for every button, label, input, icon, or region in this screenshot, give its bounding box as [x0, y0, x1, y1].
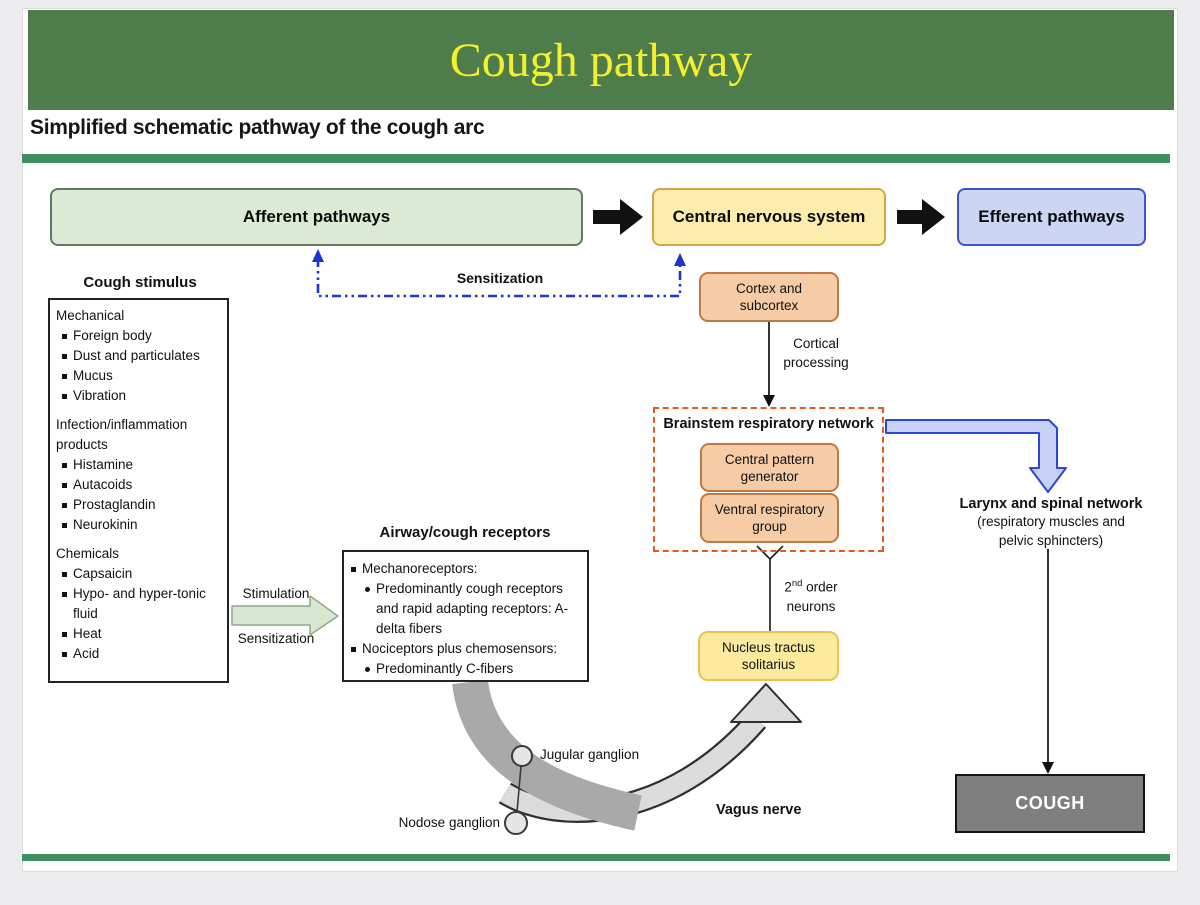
ganglia-connector	[516, 765, 522, 813]
ventral-respiratory-group-box: Ventral respiratory group	[700, 493, 839, 543]
vagus-nerve-label: Vagus nerve	[716, 802, 802, 818]
list-item: Neurokinin	[56, 515, 223, 535]
list-item: Autacoids	[56, 475, 223, 495]
brainstem-network-box	[653, 407, 884, 552]
group-heading: Mechanical	[56, 308, 125, 323]
sensitization-feedback-label: Sensitization	[456, 270, 544, 286]
list-item: Heat	[56, 624, 223, 644]
list-item: Hypo- and hyper-tonic fluid	[56, 584, 223, 624]
round-bullet-icon	[365, 587, 370, 592]
square-bullet-icon	[62, 334, 67, 339]
jugular-ganglion-label: Jugular ganglion	[540, 747, 640, 762]
list-item: Prostaglandin	[56, 495, 223, 515]
afferent-pathways-label: Afferent pathways	[242, 207, 391, 226]
square-bullet-icon	[62, 592, 67, 597]
slide-subtitle: Simplified schematic pathway of the coug…	[30, 116, 485, 139]
square-bullet-icon	[62, 354, 67, 359]
square-bullet-icon	[62, 632, 67, 637]
receptors-title: Airway/cough receptors	[379, 524, 551, 541]
central-pattern-generator-label: Central pattern generator	[724, 451, 815, 484]
cough-arrow	[1042, 549, 1054, 774]
cough-stimulus-box: Mechanical Foreign body Dust and particu…	[48, 298, 229, 683]
list-item: Mucus	[56, 366, 223, 386]
afferent-pathways-box: Afferent pathways	[50, 188, 583, 246]
second-order-neuron-connector	[756, 545, 784, 631]
flow-arrow-afferent-to-cns	[593, 199, 643, 235]
ventral-respiratory-group-label: Ventral respiratory group	[714, 502, 825, 534]
second-order-neurons-label: 2nd order neurons	[784, 578, 838, 614]
larynx-spinal-network-label: Larynx and spinal network (respiratory m…	[959, 496, 1143, 548]
efferent-elbow-arrow	[885, 419, 1067, 493]
slide-title: Cough pathway	[449, 33, 753, 87]
square-bullet-icon	[351, 567, 356, 572]
flow-arrow-cns-to-efferent	[897, 199, 945, 235]
brainstem-network-title: Brainstem respiratory network	[663, 416, 874, 432]
central-nervous-system-label: Central nervous system	[672, 207, 866, 226]
efferent-pathways-label: Efferent pathways	[978, 207, 1125, 226]
title-banner: Cough pathway	[28, 10, 1174, 110]
stimulus-group-infection: Infection/inflammation products Histamin…	[56, 415, 223, 535]
square-bullet-icon	[351, 647, 356, 652]
cortex-subcortex-label: Cortex and subcortex	[735, 281, 803, 313]
cough-label: COUGH	[1015, 793, 1085, 813]
receptors-box: Mechanoreceptors: Predominantly cough re…	[342, 550, 589, 682]
square-bullet-icon	[62, 572, 67, 577]
cough-stimulus-title: Cough stimulus	[83, 274, 197, 291]
group-heading: Chemicals	[56, 546, 120, 561]
list-item: Capsaicin	[56, 564, 223, 584]
central-pattern-generator-box: Central pattern generator	[700, 443, 839, 492]
stimulus-group-mechanical: Mechanical Foreign body Dust and particu…	[56, 306, 223, 406]
list-item: Predominantly C-fibers	[351, 659, 583, 679]
stimulation-label: Stimulation	[242, 586, 310, 601]
square-bullet-icon	[62, 503, 67, 508]
list-item: Foreign body	[56, 326, 223, 346]
sensitization-feedback-arrow	[312, 249, 686, 298]
list-item: Vibration	[56, 386, 223, 406]
efferent-pathways-box: Efferent pathways	[957, 188, 1146, 246]
nodose-ganglion-label: Nodose ganglion	[398, 815, 500, 830]
list-item: Nociceptors plus chemosensors:	[351, 639, 583, 659]
list-item: Acid	[56, 644, 223, 664]
list-item: Predominantly cough receptors and rapid …	[351, 579, 583, 639]
nodose-ganglion-circle	[504, 811, 528, 835]
list-item: Histamine	[56, 455, 223, 475]
round-bullet-icon	[365, 667, 370, 672]
cortical-processing-label: Cortical processing	[783, 336, 849, 370]
vagus-nerve-curve	[452, 679, 802, 835]
group-heading: Infection/inflammation products	[56, 417, 188, 452]
nucleus-tractus-solitarius-label: Nucleus tractus solitarius	[721, 640, 816, 672]
stimulation-arrow	[231, 595, 339, 636]
bottom-divider-rule	[22, 854, 1170, 861]
nucleus-tractus-solitarius-box: Nucleus tractus solitarius	[698, 631, 839, 681]
square-bullet-icon	[62, 523, 67, 528]
top-divider-rule	[22, 154, 1170, 163]
square-bullet-icon	[62, 463, 67, 468]
list-item: Dust and particulates	[56, 346, 223, 366]
jugular-ganglion-circle	[511, 745, 533, 767]
list-item: Mechanoreceptors:	[351, 559, 583, 579]
square-bullet-icon	[62, 394, 67, 399]
cortex-subcortex-box: Cortex and subcortex	[699, 272, 839, 322]
square-bullet-icon	[62, 652, 67, 657]
vagus-arrowhead	[730, 683, 802, 723]
square-bullet-icon	[62, 374, 67, 379]
cough-box: COUGH	[955, 774, 1145, 833]
central-nervous-system-box: Central nervous system	[652, 188, 886, 246]
square-bullet-icon	[62, 483, 67, 488]
cortical-processing-arrow	[763, 322, 775, 407]
sensitization-mid-label: Sensitization	[237, 631, 315, 646]
stimulus-group-chemicals: Chemicals Capsaicin Hypo- and hyper-toni…	[56, 544, 223, 664]
